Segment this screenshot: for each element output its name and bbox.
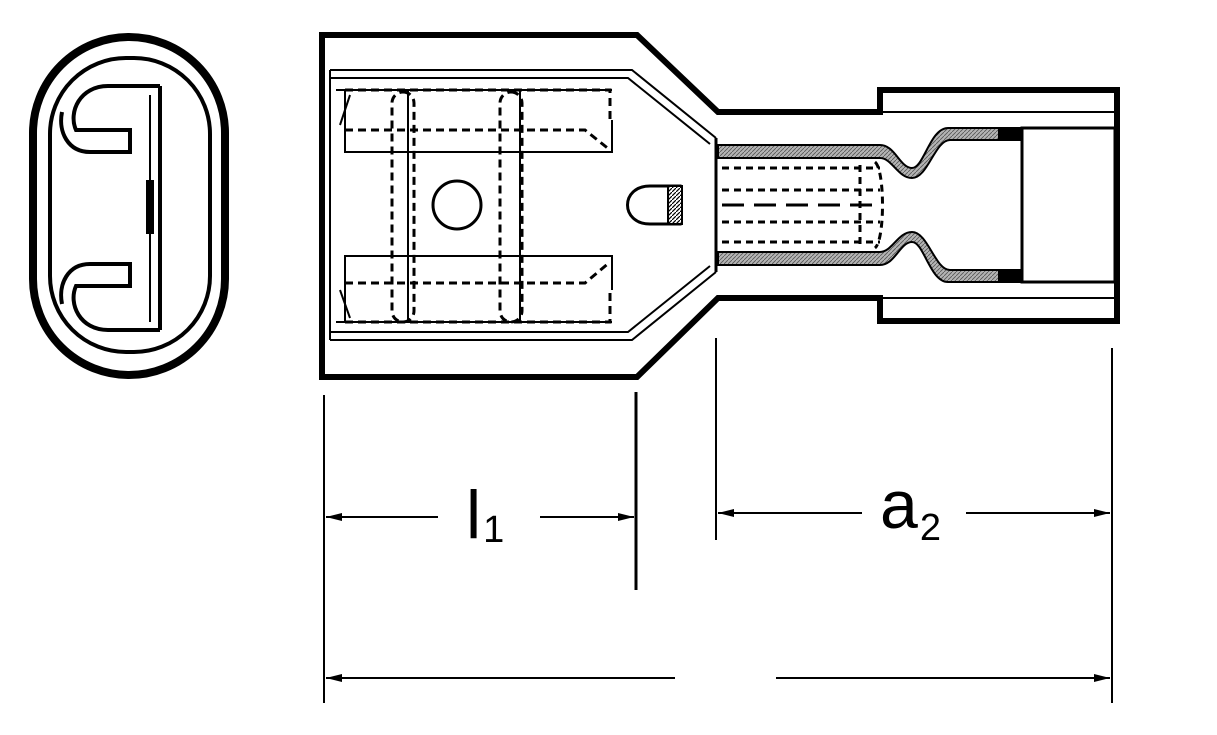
front-contact-tab bbox=[146, 180, 154, 234]
front-outer-housing bbox=[29, 33, 229, 379]
sleeve-inner-contour-2 bbox=[330, 77, 711, 333]
front-contact-bottom-curl bbox=[59, 262, 160, 332]
dimension-lines bbox=[323, 338, 1113, 703]
hidden-spring-contacts bbox=[345, 88, 612, 324]
wire-entry-block bbox=[1020, 126, 1117, 284]
a2-label: a2 bbox=[880, 467, 941, 549]
a2-label-base: a bbox=[880, 467, 918, 543]
locking-tab bbox=[626, 184, 682, 226]
a2-label-sub: 2 bbox=[920, 507, 941, 549]
sleeve-outline bbox=[319, 32, 1120, 380]
side-view bbox=[319, 32, 1120, 380]
receptacle-top-fold bbox=[344, 90, 613, 153]
locking-tab-hatch bbox=[667, 185, 683, 225]
barrel-stop-top bbox=[998, 128, 1020, 140]
front-view bbox=[29, 33, 229, 379]
sleeve-inner-contour bbox=[330, 69, 717, 341]
receptacle-bottom-fold bbox=[344, 255, 613, 322]
front-inner-housing bbox=[48, 56, 212, 354]
l1-label-base: l bbox=[466, 477, 481, 553]
receptacle-top-diag bbox=[339, 94, 351, 126]
hidden-barrel-lines bbox=[722, 160, 884, 250]
l1-label: l1 bbox=[466, 477, 504, 553]
detent-hole bbox=[431, 179, 483, 231]
receptacle-bottom-diag bbox=[339, 289, 351, 319]
l1-label-sub: 1 bbox=[483, 509, 504, 551]
front-contact-top-curl bbox=[59, 84, 160, 154]
barrel-stop-bottom bbox=[998, 270, 1020, 282]
